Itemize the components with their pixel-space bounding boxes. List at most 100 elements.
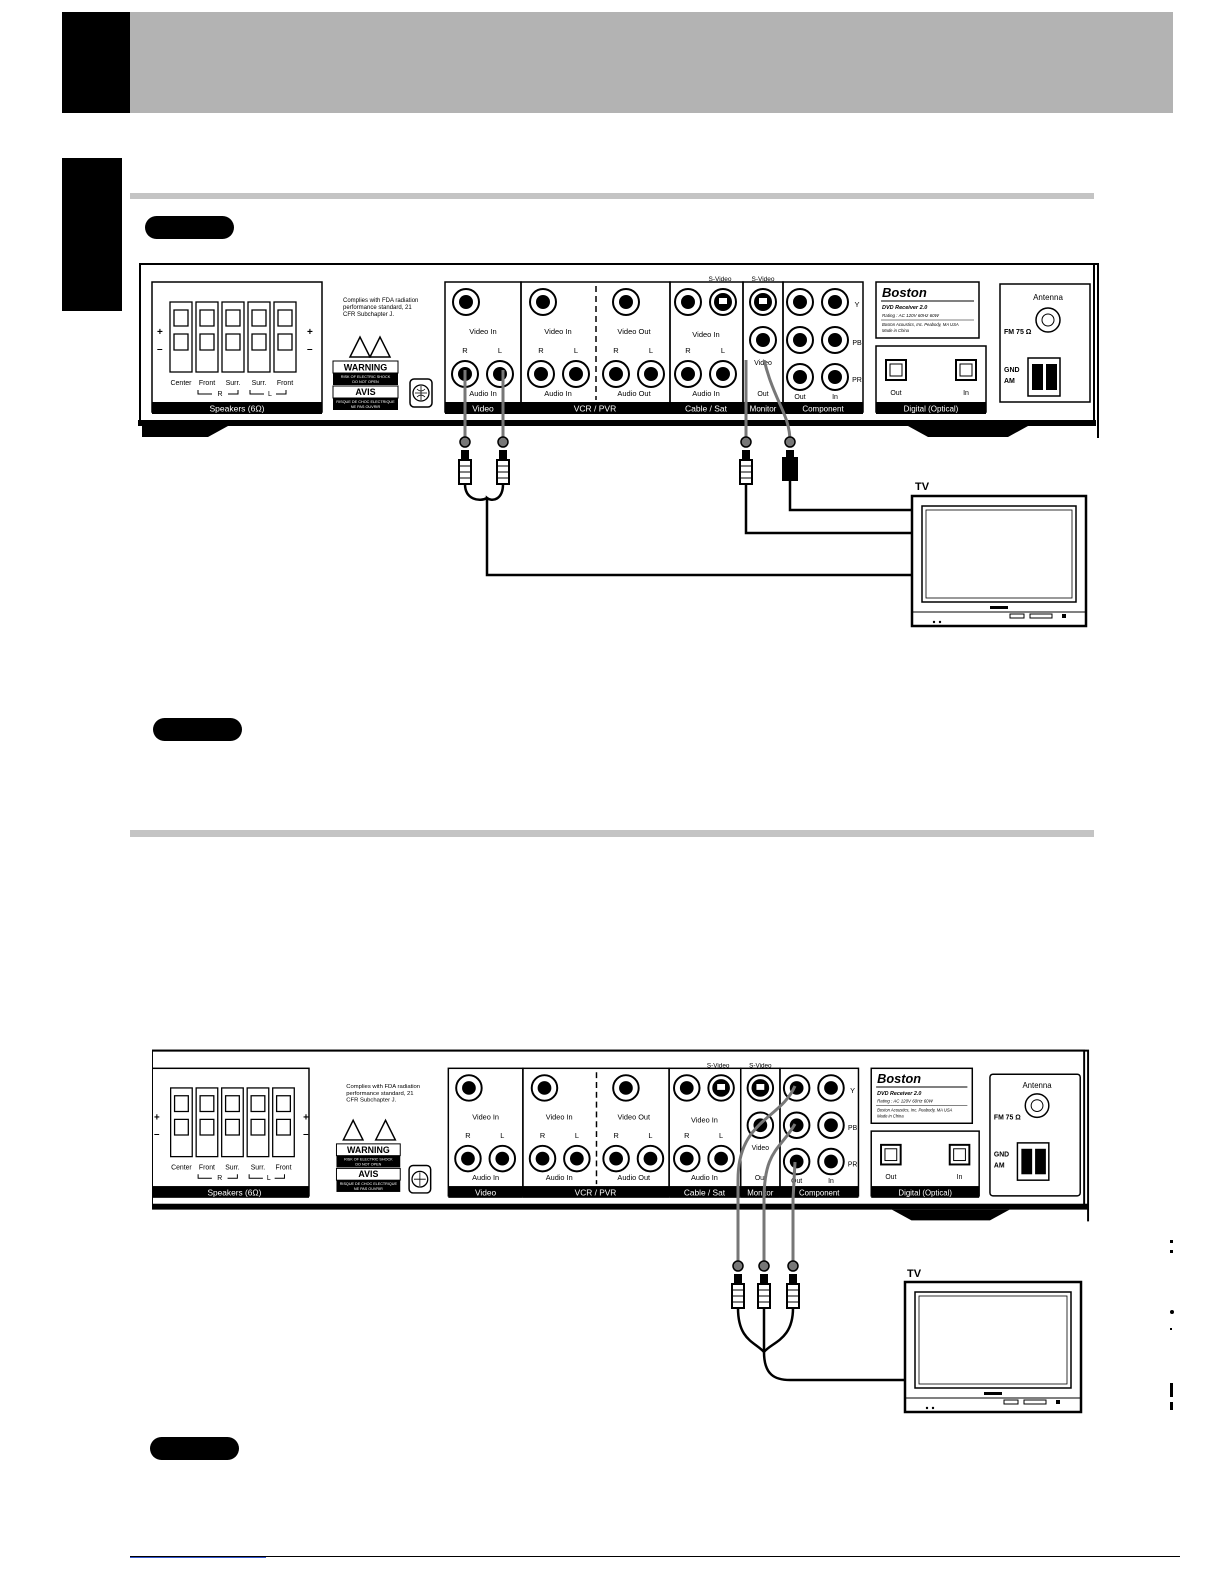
svg-text:RISK OF ELECTRIC SHOCK: RISK OF ELECTRIC SHOCK <box>341 375 391 379</box>
svg-text:Video Out: Video Out <box>617 327 651 336</box>
svg-text:Audio In: Audio In <box>544 389 572 398</box>
svg-text:Y: Y <box>850 1086 855 1095</box>
svg-text:Boston: Boston <box>877 1071 921 1086</box>
tv-2 <box>903 1280 1083 1414</box>
compliance-notices: Complies with FDA radiation performance … <box>335 1084 432 1194</box>
svg-text:R: R <box>613 1131 618 1140</box>
svg-text:R: R <box>217 1175 222 1182</box>
brand-label: Boston DVD Receiver 2.0 Rating : AC 120V… <box>870 1067 974 1124</box>
speaker-terminals: Speakers (6Ω) + – + – Center Front Surr.… <box>152 1067 310 1198</box>
svg-text:Video In: Video In <box>691 1115 718 1124</box>
svg-text:NE PAS OUVRIR: NE PAS OUVRIR <box>351 405 381 409</box>
svg-text:Complies with FDA radiation: Complies with FDA radiation <box>346 1084 420 1090</box>
svg-text:R: R <box>540 1131 545 1140</box>
svg-text:Digital (Optical): Digital (Optical) <box>904 405 959 414</box>
svg-text:L: L <box>500 1131 504 1140</box>
antenna-section: Antenna FM 75 Ω GND AM <box>989 1073 1081 1197</box>
svg-text:S-Video: S-Video <box>751 276 774 283</box>
svg-text:Out: Out <box>791 1178 802 1185</box>
svg-text:RISK OF ELECTRIC SHOCK: RISK OF ELECTRIC SHOCK <box>344 1158 393 1162</box>
rca-plug-video <box>739 450 753 485</box>
svg-text:Audio In: Audio In <box>546 1173 573 1182</box>
svg-text:Boston: Boston <box>882 285 927 300</box>
svg-text:Digital (Optical): Digital (Optical) <box>898 1188 952 1197</box>
svg-text:Boston Acoustics, Inc. Peabody: Boston Acoustics, Inc. Peabody, MA USA <box>877 1107 952 1112</box>
svg-text:–: – <box>157 344 163 355</box>
svg-text:DVD Receiver 2.0: DVD Receiver 2.0 <box>882 305 927 311</box>
svg-text:Video: Video <box>472 404 494 414</box>
svg-text:–: – <box>307 344 313 355</box>
svg-text:Made in China: Made in China <box>882 328 910 333</box>
svg-text:Front: Front <box>277 380 293 387</box>
svg-text:R: R <box>538 346 544 355</box>
s-video-plug <box>782 450 798 481</box>
svg-text:R: R <box>462 346 468 355</box>
speaker-terminals: Speakers (6Ω) + – + – Center Front Surr.… <box>151 281 323 414</box>
svg-text:performance standard, 21: performance standard, 21 <box>343 305 412 311</box>
svg-text:Audio Out: Audio Out <box>617 1173 650 1182</box>
vcr-section: VCR / PVR Video In Video Out R L R L Aud… <box>522 1067 670 1198</box>
svg-text:Video In: Video In <box>546 1112 573 1121</box>
svg-text:AVIS: AVIS <box>358 1169 378 1179</box>
svg-text:Speakers (6Ω): Speakers (6Ω) <box>207 1187 261 1197</box>
tv-1 <box>910 494 1088 628</box>
svg-text:Video In: Video In <box>469 327 496 336</box>
svg-text:Video: Video <box>754 360 772 367</box>
svg-text:DO NOT OPEN: DO NOT OPEN <box>352 380 379 384</box>
svg-text:DO NOT OPEN: DO NOT OPEN <box>355 1162 381 1166</box>
footer-link-line <box>130 1557 266 1558</box>
section-rule-2 <box>130 830 1094 837</box>
svg-text:Surr.: Surr. <box>251 1164 266 1171</box>
svg-text:+: + <box>157 327 163 338</box>
svg-text:L: L <box>574 346 578 355</box>
svg-text:AM: AM <box>994 1162 1005 1169</box>
svg-text:+: + <box>154 1112 160 1123</box>
svg-text:Cable / Sat: Cable / Sat <box>685 404 728 414</box>
svg-text:Out: Out <box>890 390 901 397</box>
svg-text:Component: Component <box>799 1188 840 1197</box>
svg-text:Out: Out <box>755 1175 766 1182</box>
monitor-section: Monitor S-Video Video Out <box>742 276 784 414</box>
svg-text:Audio Out: Audio Out <box>617 389 651 398</box>
svg-text:+: + <box>303 1112 309 1123</box>
svg-text:WARNING: WARNING <box>344 363 388 373</box>
rca-plug-r <box>458 450 472 485</box>
svg-text:VCR / PVR: VCR / PVR <box>574 404 617 414</box>
svg-text:Antenna: Antenna <box>1033 293 1063 302</box>
rca-plug-pb <box>757 1274 771 1309</box>
header-bar <box>62 12 1173 113</box>
svg-text:L: L <box>648 1131 652 1140</box>
svg-text:PB: PB <box>848 1125 858 1132</box>
svg-text:Monitor: Monitor <box>747 1188 773 1197</box>
svg-text:Complies with FDA radiation: Complies with FDA radiation <box>343 298 418 304</box>
footer-rule <box>130 1556 1180 1557</box>
cable-sat-section: Cable / Sat S-Video Video In R L Audio I… <box>668 1062 742 1198</box>
svg-text:Monitor: Monitor <box>750 405 777 414</box>
svg-text:In: In <box>828 1178 834 1185</box>
component-cables <box>736 1085 797 1266</box>
cable-sat-section: Cable / Sat S-Video Video In R L Audio I… <box>669 276 744 414</box>
note-pill-2 <box>153 718 242 741</box>
svg-text:GND: GND <box>1004 367 1020 374</box>
svg-text:L: L <box>721 346 725 355</box>
rca-plug-l <box>496 450 510 485</box>
component-section: Component Y PB PR Out In <box>782 281 864 414</box>
svg-text:Y: Y <box>854 300 859 309</box>
margin-marks <box>1167 1240 1177 1420</box>
receiver-back-panel-1: Speakers (6Ω) + – + – Center Front Surr.… <box>138 263 1099 438</box>
svg-text:Cable / Sat: Cable / Sat <box>684 1187 726 1197</box>
digital-optical-section: Digital (Optical) Out In <box>875 345 987 414</box>
section-rule-1 <box>130 193 1094 199</box>
note-pill-1 <box>145 216 234 239</box>
svg-text:NE PAS OUVRIR: NE PAS OUVRIR <box>354 1187 383 1191</box>
speakers-label: Speakers (6Ω) <box>209 404 264 414</box>
rca-plug-y <box>731 1274 745 1309</box>
svg-text:R: R <box>217 391 222 398</box>
svg-text:AVIS: AVIS <box>355 387 375 397</box>
svg-text:L: L <box>649 346 653 355</box>
svg-text:–: – <box>154 1129 160 1140</box>
svg-text:Audio In: Audio In <box>472 1173 499 1182</box>
connection-diagram-2: TV <box>731 1085 1083 1414</box>
svg-text:FM 75 Ω: FM 75 Ω <box>994 1114 1021 1121</box>
svg-text:L: L <box>268 391 272 398</box>
